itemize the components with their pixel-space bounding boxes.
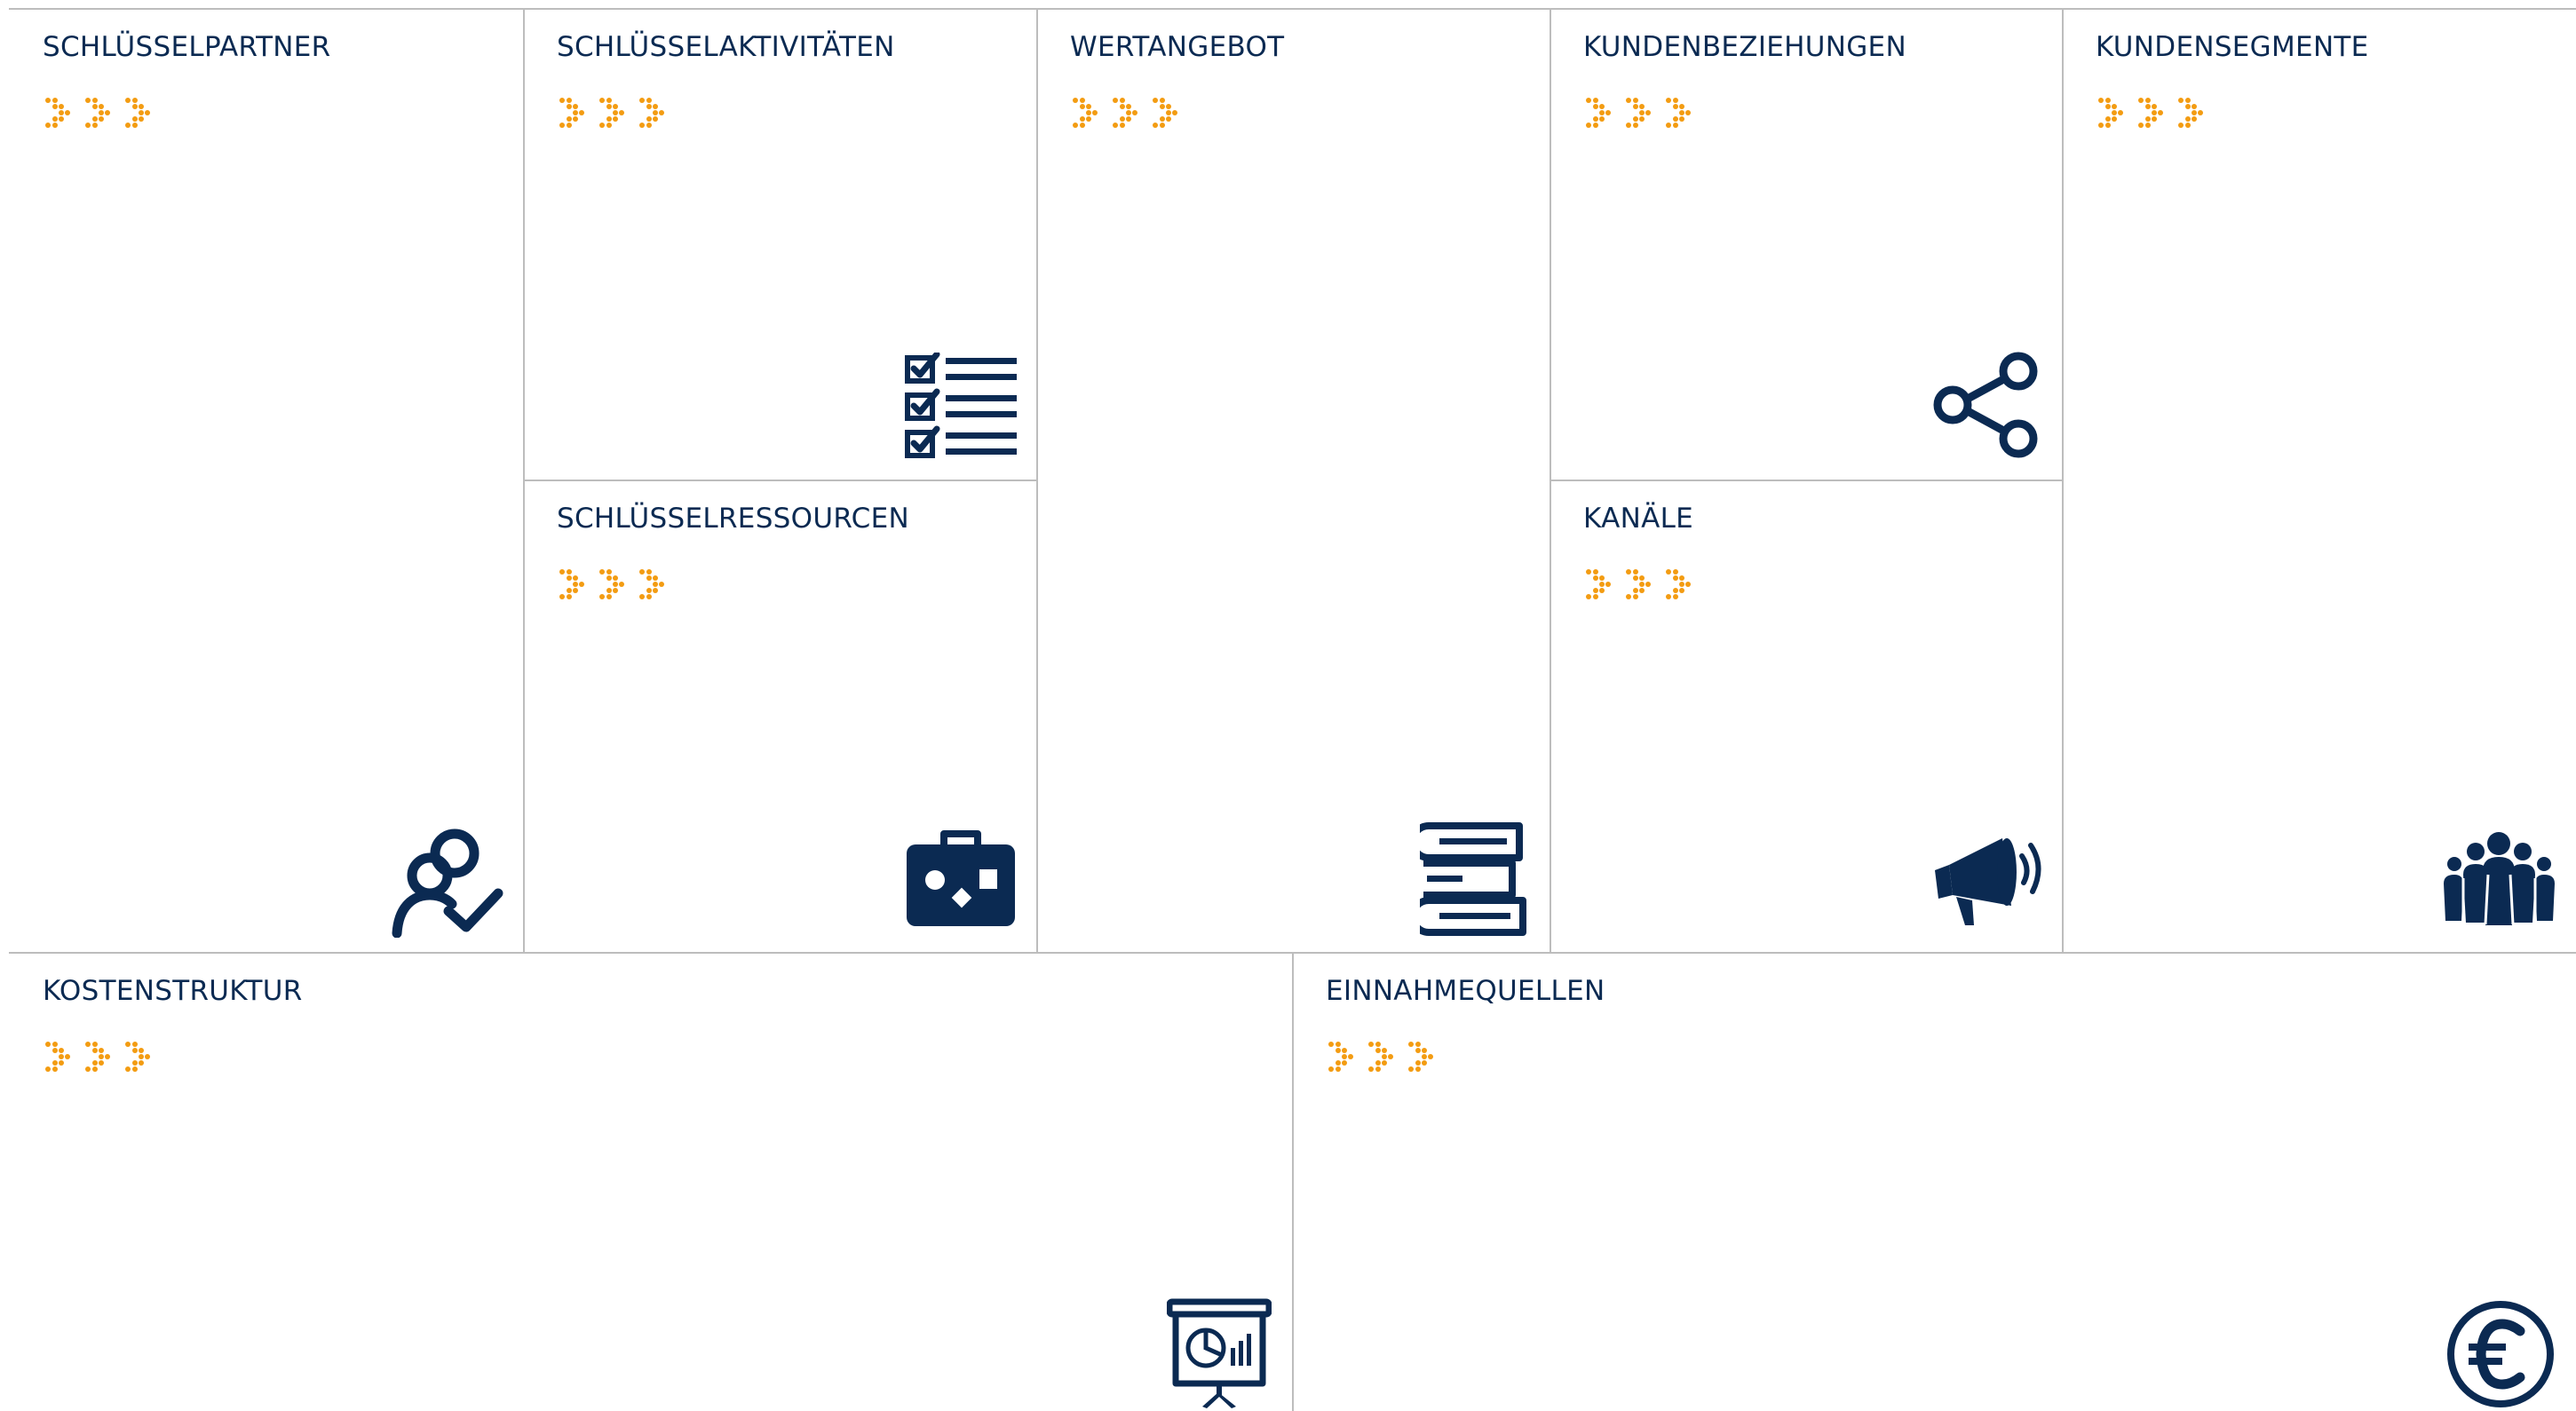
key-partners-block: SCHLÜSSELPARTNER	[11, 10, 523, 952]
bullet-arrow-icon	[599, 98, 625, 128]
revenue-streams-block: EINNAHMEQUELLEN	[1294, 954, 2576, 1411]
bullet-arrow-icon	[2138, 98, 2164, 128]
bullet-arrow-icon	[1073, 98, 1098, 128]
partner-search-check-icon	[392, 828, 503, 938]
customer-segments-block: KUNDENSEGMENTE	[2064, 10, 2576, 952]
bullet-arrow-icon	[1666, 569, 1692, 599]
megaphone-icon	[1935, 838, 2041, 925]
key-activities-bullets	[557, 95, 672, 163]
bullet-arrow-icon	[599, 569, 625, 599]
channels-title: KANÄLE	[1583, 503, 1694, 535]
bullet-arrow-icon	[45, 1042, 70, 1072]
stacked-books-icon	[1420, 822, 1526, 936]
bullet-arrow-icon	[45, 98, 70, 128]
key-resources-bullets	[557, 567, 672, 634]
bullet-arrow-icon	[125, 98, 151, 128]
share-icon	[1933, 352, 2038, 458]
customer-relationships-block: KUNDENBEZIEHUNGEN	[1551, 10, 2062, 480]
divider-h-activities	[523, 480, 1038, 481]
bullet-arrow-icon	[85, 98, 111, 128]
customer-segments-bullets	[2096, 95, 2211, 163]
divider-v-bottom	[1292, 952, 1294, 1411]
bullet-arrow-icon	[559, 569, 584, 599]
bullet-arrow-icon	[2178, 98, 2204, 128]
key-partners-title: SCHLÜSSELPARTNER	[43, 31, 331, 63]
key-resources-title: SCHLÜSSELRESSOURCEN	[557, 503, 909, 535]
toolbox-icon	[907, 830, 1015, 926]
cost-structure-bullets	[43, 1039, 158, 1106]
value-proposition-title: WERTANGEBOT	[1070, 31, 1285, 63]
key-activities-block: SCHLÜSSELAKTIVITÄTEN	[525, 10, 1036, 480]
top-border	[9, 8, 2576, 10]
bullet-arrow-icon	[639, 569, 665, 599]
group-people-icon	[2444, 832, 2555, 925]
customer-segments-title: KUNDENSEGMENTE	[2096, 31, 2369, 63]
bullet-arrow-icon	[639, 98, 665, 128]
bullet-arrow-icon	[125, 1042, 151, 1072]
bullet-arrow-icon	[1408, 1042, 1434, 1072]
bullet-arrow-icon	[1153, 98, 1178, 128]
bullet-arrow-icon	[1368, 1042, 1394, 1072]
bullet-arrow-icon	[1666, 98, 1692, 128]
bullet-arrow-icon	[1626, 569, 1652, 599]
bullet-arrow-icon	[1586, 98, 1611, 128]
customer-relationships-bullets	[1583, 95, 1699, 163]
key-activities-title: SCHLÜSSELAKTIVITÄTEN	[557, 31, 895, 63]
presentation-chart-icon	[1167, 1298, 1272, 1408]
bullet-arrow-icon	[1586, 569, 1611, 599]
revenue-streams-bullets	[1326, 1039, 1441, 1106]
customer-relationships-title: KUNDENBEZIEHUNGEN	[1583, 31, 1906, 63]
bullet-arrow-icon	[559, 98, 584, 128]
cost-structure-block: KOSTENSTRUKTUR	[11, 954, 1292, 1411]
revenue-streams-title: EINNAHMEQUELLEN	[1326, 975, 1605, 1007]
key-resources-block: SCHLÜSSELRESSOURCEN	[525, 481, 1036, 952]
euro-coin-icon	[2447, 1301, 2554, 1407]
divider-h-relations	[1550, 480, 2064, 481]
bullet-arrow-icon	[1328, 1042, 1353, 1072]
bullet-arrow-icon	[1626, 98, 1652, 128]
bullet-arrow-icon	[85, 1042, 111, 1072]
channels-block: KANÄLE	[1551, 481, 2062, 952]
bullet-arrow-icon	[2098, 98, 2123, 128]
bullet-arrow-icon	[1113, 98, 1138, 128]
channels-bullets	[1583, 567, 1699, 634]
checklist-icon	[905, 353, 1017, 458]
value-proposition-block: WERTANGEBOT	[1038, 10, 1550, 952]
value-proposition-bullets	[1070, 95, 1185, 163]
cost-structure-title: KOSTENSTRUKTUR	[43, 975, 303, 1007]
key-partners-bullets	[43, 95, 158, 163]
